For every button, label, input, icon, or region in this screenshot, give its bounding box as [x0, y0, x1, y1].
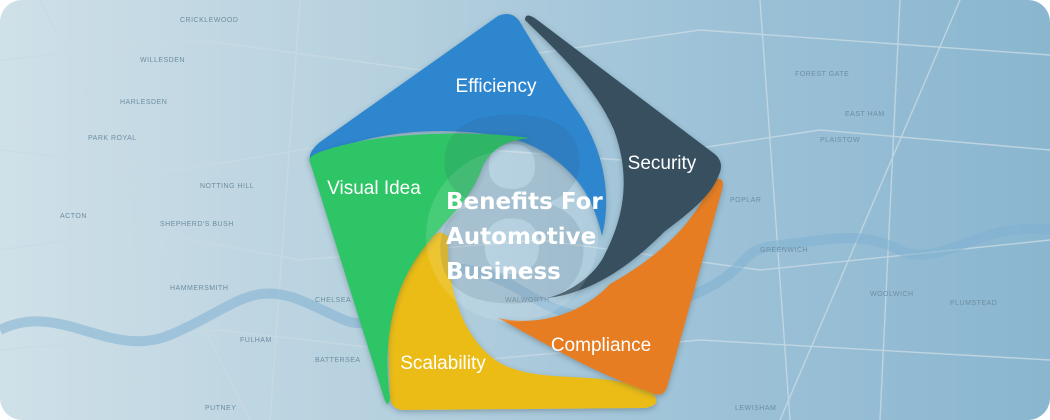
map-label: NOTTING HILL [200, 183, 254, 190]
center-title-line-2: Automotive [446, 224, 596, 250]
map-label: ACTON [60, 213, 87, 220]
map-label: FOREST GATE [795, 71, 849, 78]
label-security: Security [628, 153, 697, 174]
watermark-number: 8 [425, 68, 599, 359]
map-label: WILLESDEN [140, 57, 185, 64]
map-label: PARK ROYAL [88, 135, 137, 142]
center-circle [426, 150, 598, 322]
map-label: HAMMERSMITH [170, 285, 228, 292]
map-label: POPLAR [730, 197, 761, 204]
map-label: FULHAM [240, 337, 272, 344]
map-label: WALWORTH [505, 297, 550, 304]
label-efficiency: Efficiency [456, 76, 537, 97]
segment-security [525, 15, 721, 298]
map-label: CRICKLEWOOD [180, 17, 238, 24]
map-label: PLUMSTEAD [950, 300, 997, 307]
segment-visual-idea [309, 133, 530, 405]
segment-efficiency [309, 14, 607, 236]
map-label: LEWISHAM [735, 405, 776, 412]
center-title-line-1: Benefits For [446, 189, 603, 215]
center-title-line-3: Business [446, 259, 561, 285]
label-scalability: Scalability [400, 353, 486, 374]
map-label: WOOLWICH [870, 291, 914, 298]
map-label: HARLESDEN [120, 99, 167, 106]
segment-scalability [387, 232, 657, 410]
map-labels: CRICKLEWOOD WILLESDEN HARLESDEN PARK ROY… [60, 17, 997, 412]
map-label: BATTERSEA [315, 357, 361, 364]
map-label: PLAISTOW [820, 137, 860, 144]
label-compliance: Compliance [551, 335, 651, 356]
map-label: SHEPHERD'S BUSH [160, 221, 234, 228]
map-label: EAST HAM [845, 111, 885, 118]
map-label: CHELSEA [315, 297, 351, 304]
label-visual-idea: Visual Idea [327, 178, 421, 199]
segment-compliance [498, 178, 723, 395]
map-label: PUTNEY [205, 405, 236, 412]
map-label: GREENWICH [760, 247, 808, 254]
